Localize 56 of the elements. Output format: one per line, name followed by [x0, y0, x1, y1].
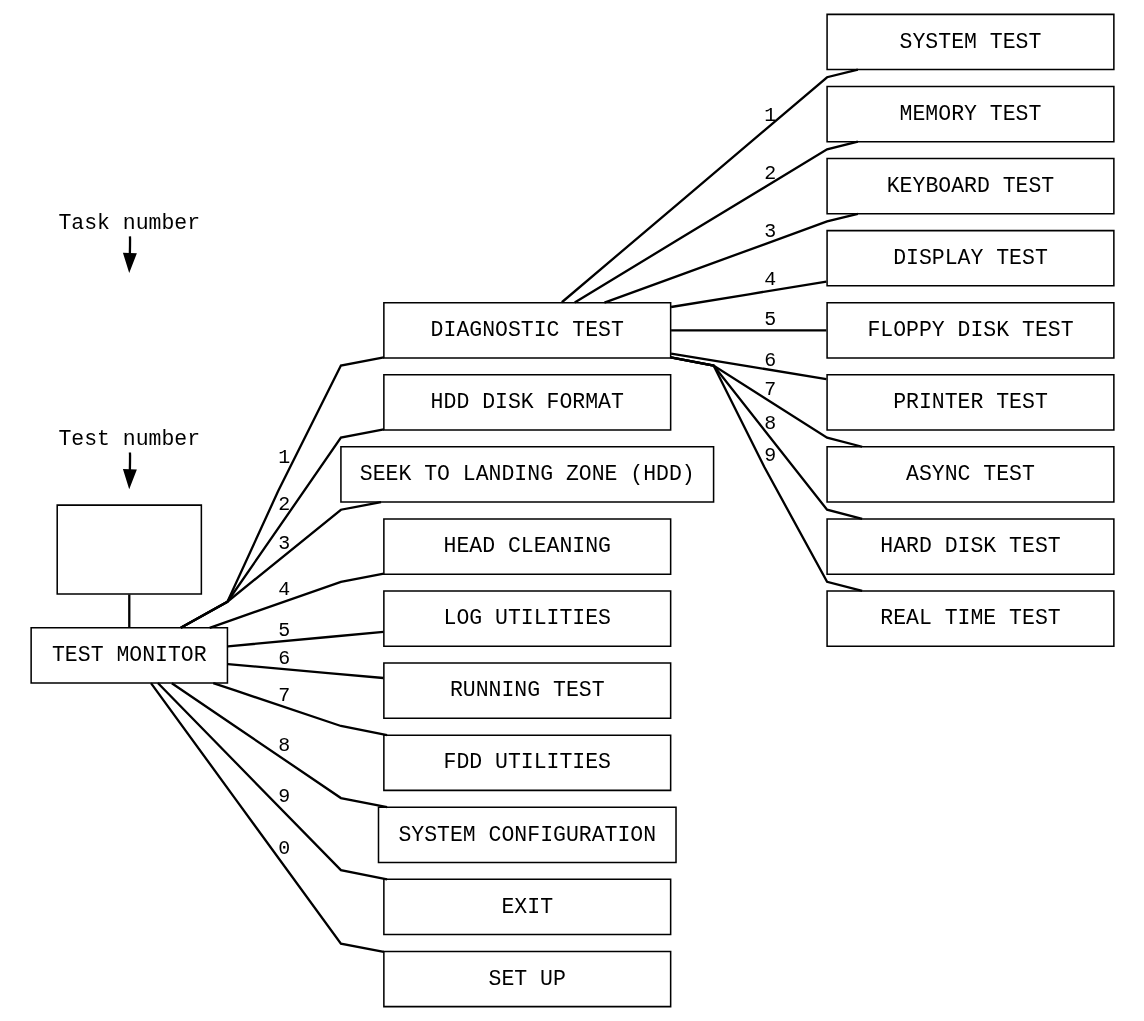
node-box: HDD DISK FORMAT [382, 374, 671, 431]
connector [670, 329, 826, 332]
connector [127, 594, 130, 628]
node-text: Task number [57, 210, 200, 235]
edge-label: 9 [763, 444, 776, 468]
node-box: MEMORY TEST [825, 85, 1115, 143]
edge-label: 7 [763, 378, 776, 402]
node-box: REAL TIME TEST [825, 590, 1115, 647]
node-box: SYSTEM TEST [825, 13, 1115, 71]
node-box: EXIT [382, 878, 671, 936]
node-box [55, 504, 202, 595]
edge-label: 5 [763, 307, 776, 331]
edge-label: 1 [277, 445, 290, 469]
edge-label: 8 [763, 412, 776, 436]
edge-label: 8 [277, 734, 290, 758]
edge-label: 2 [763, 162, 776, 186]
node-box: FDD UTILITIES [382, 734, 671, 792]
edge-label: 3 [277, 531, 290, 555]
node-box: DIAGNOSTIC TEST [382, 301, 671, 359]
node-box: FLOPPY DISK TEST [825, 301, 1115, 359]
node-box: DISPLAY TEST [825, 229, 1115, 287]
edge-label: 1 [763, 103, 776, 127]
connector [212, 682, 387, 737]
edge-label: 5 [277, 619, 290, 643]
node-box: SET UP [382, 950, 671, 1008]
node-box: RUNNING TEST [382, 662, 671, 720]
connector [179, 500, 381, 629]
node-box: SYSTEM CONFIGURATION [377, 806, 677, 864]
edge-label: 0 [277, 836, 290, 860]
connector [208, 572, 384, 629]
node-box: HARD DISK TEST [825, 518, 1115, 575]
edge-label: 6 [763, 349, 776, 373]
node-box: KEYBOARD TEST [825, 157, 1115, 215]
node-box: TEST MONITOR [29, 627, 228, 684]
node-text: Test number [57, 426, 200, 451]
node-box: HEAD CLEANING [382, 518, 671, 575]
connector [227, 662, 384, 680]
edge-label: 2 [277, 493, 290, 517]
connector [179, 428, 384, 629]
node-box: LOG UTILITIES [382, 590, 671, 647]
edge-label: 3 [763, 220, 776, 244]
connector [670, 352, 827, 381]
connector [156, 682, 387, 881]
connector [170, 682, 387, 809]
connector [179, 356, 384, 629]
node-box: ASYNC TEST [825, 446, 1115, 503]
connector [670, 280, 827, 309]
connector [149, 682, 384, 954]
edge-label: 7 [277, 683, 290, 707]
node-box: PRINTER TEST [825, 374, 1115, 431]
edge-label: 9 [277, 784, 290, 808]
connector [227, 630, 384, 648]
edge-label: 6 [277, 646, 290, 670]
node-box: SEEK TO LANDING ZONE (HDD) [339, 446, 714, 503]
edge-label: 4 [277, 577, 290, 601]
edge-label: 4 [763, 267, 776, 291]
